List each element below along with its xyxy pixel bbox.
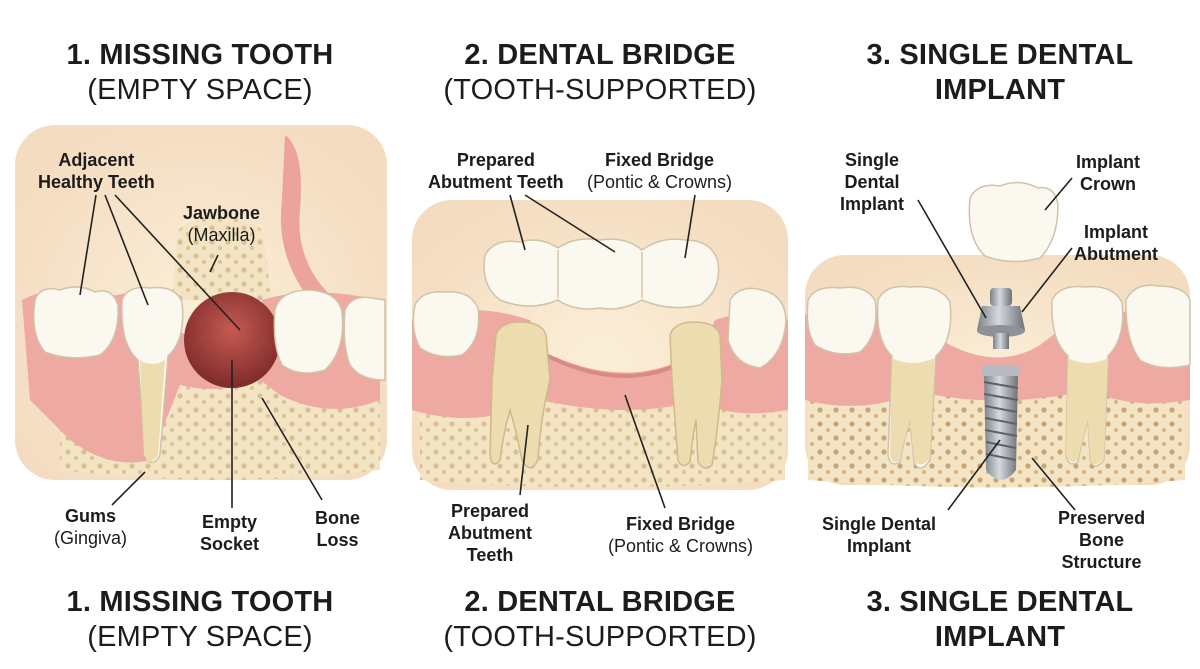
panel-2-title-line2: (TOOTH-SUPPORTED) <box>443 74 757 106</box>
label-preserved-line2: Bone <box>1079 530 1125 550</box>
label-bridge-top-detail: (Pontic & Crowns) <box>587 172 733 192</box>
label-preserved-line1: Preserved <box>1058 508 1146 528</box>
label-single-implant-top: Single Dental Implant <box>840 149 904 215</box>
label-implant-bottom-line1: Single Dental <box>822 514 937 534</box>
panel-single-implant: 3. SINGLE DENTAL IMPLANT <box>800 0 1200 669</box>
right-natural-tooth-root <box>1066 358 1108 465</box>
panel-2-caption-line1: 2. DENTAL BRIDGE <box>464 586 736 618</box>
label-jawbone: Jawbone (Maxilla) <box>183 202 260 246</box>
label-preserved-line3: Structure <box>1061 552 1142 572</box>
label-prepared-bottom-line3: Teeth <box>466 545 514 565</box>
label-prepared-top-line1: Prepared <box>456 150 535 170</box>
label-prepared-abutment-top: Prepared Abutment Teeth <box>428 149 564 193</box>
label-prepared-bottom-line2: Abutment <box>448 523 532 543</box>
panel-missing-tooth: 1. MISSING TOOTH (EMPTY SPACE) <box>0 0 400 669</box>
empty-socket-shape <box>184 292 280 388</box>
label-prepared-bottom-line1: Prepared <box>450 501 530 521</box>
upper-gum-fold <box>280 135 330 300</box>
label-bone-loss: Bone Loss <box>315 507 360 551</box>
label-fixed-bridge-top: Fixed Bridge (Pontic & Crowns) <box>587 149 732 193</box>
label-bridge-bottom-detail: (Pontic & Crowns) <box>608 536 754 556</box>
label-preserved-bone: Preserved Bone Structure <box>1058 507 1145 573</box>
implant-crown-shape <box>968 181 1059 263</box>
left-molar <box>33 286 119 359</box>
panel-3-caption: 3. SINGLE DENTAL IMPLANT <box>800 585 1200 655</box>
label-crown-line2: Crown <box>1080 174 1136 194</box>
panel-3-caption-line1: 3. SINGLE DENTAL <box>866 586 1134 618</box>
right-edge-tooth <box>343 296 386 381</box>
label-single-implant-bottom: Single Dental Implant <box>822 513 936 557</box>
panel-3-caption-line2: IMPLANT <box>934 621 1066 653</box>
missing-tooth-illustration <box>15 125 387 508</box>
leader-lines <box>509 194 696 509</box>
panel-1-caption-line1: 1. MISSING TOOTH <box>66 586 334 618</box>
label-prepared-top-line2: Abutment Teeth <box>428 172 564 192</box>
panel-2-caption-line2: (TOOTH-SUPPORTED) <box>443 621 757 653</box>
label-adjacent-line1: Adjacent <box>58 150 135 170</box>
label-abutment-line1: Implant <box>1083 222 1148 242</box>
label-bridge-top-name: Fixed Bridge <box>605 150 715 170</box>
left-outer-tooth <box>412 291 480 358</box>
abutment-right <box>669 321 723 469</box>
label-jawbone-name: Jawbone <box>183 203 261 223</box>
implant-abutment-shape <box>977 288 1025 349</box>
label-empty-socket: Empty Socket <box>200 511 259 555</box>
label-implant-abutment: Implant Abutment <box>1074 221 1158 265</box>
leader-lines <box>917 177 1076 511</box>
panel-3-title-line1: 3. SINGLE DENTAL <box>866 39 1134 71</box>
panel-2-title: 2. DENTAL BRIDGE (TOOTH-SUPPORTED) <box>400 38 800 108</box>
label-socket-line2: Socket <box>200 534 260 554</box>
dental-bridge-illustration <box>412 194 788 509</box>
right-outer-tooth <box>727 287 787 369</box>
panel-3-title-line2: IMPLANT <box>934 74 1066 106</box>
label-boneloss-line2: Loss <box>316 530 359 550</box>
adjacent-tooth-right <box>273 289 344 374</box>
dental-implant-illustration <box>805 177 1191 511</box>
left-natural-tooth-root <box>890 358 935 465</box>
abutment-left <box>489 321 551 469</box>
left-molar <box>806 286 877 355</box>
label-crown-line1: Implant <box>1076 152 1141 172</box>
fixed-bridge-shape <box>483 238 720 310</box>
panel-dental-bridge: 2. DENTAL BRIDGE (TOOTH-SUPPORTED) <box>400 0 800 669</box>
panel-1-title-line2: (EMPTY SPACE) <box>87 74 313 106</box>
adjacent-tooth-root-left <box>140 360 165 462</box>
right-edge-tooth <box>1125 284 1191 369</box>
panel-1-caption-line2: (EMPTY SPACE) <box>87 621 313 653</box>
panel-3-title: 3. SINGLE DENTAL IMPLANT <box>800 38 1200 108</box>
label-jawbone-detail: (Maxilla) <box>187 225 256 245</box>
label-implant-bottom-line2: Implant <box>847 536 912 556</box>
maxilla-bone <box>172 215 272 300</box>
leader-lines <box>79 194 323 508</box>
label-adjacent-line2: Healthy Teeth <box>38 172 155 192</box>
label-boneloss-line1: Bone <box>315 508 360 528</box>
label-socket-line1: Empty <box>202 512 258 532</box>
label-implant-top-line2: Dental <box>844 172 900 192</box>
label-adjacent-healthy-teeth: Adjacent Healthy Teeth <box>38 149 155 193</box>
panel-1-title: 1. MISSING TOOTH (EMPTY SPACE) <box>0 38 400 108</box>
label-implant-top-line1: Single <box>845 150 900 170</box>
label-bridge-bottom-name: Fixed Bridge <box>626 514 736 534</box>
label-abutment-line2: Abutment <box>1074 244 1158 264</box>
label-implant-crown: Implant Crown <box>1076 151 1140 195</box>
label-fixed-bridge-bottom: Fixed Bridge (Pontic & Crowns) <box>608 513 753 557</box>
panel-2-title-line1: 2. DENTAL BRIDGE <box>464 39 736 71</box>
label-gums: Gums (Gingiva) <box>54 505 127 549</box>
panel-1-title-line1: 1. MISSING TOOTH <box>66 39 334 71</box>
label-implant-top-line3: Implant <box>840 194 905 214</box>
label-prepared-abutment-bottom: Prepared Abutment Teeth <box>448 500 532 566</box>
panel-1-caption: 1. MISSING TOOTH (EMPTY SPACE) <box>0 585 400 655</box>
implant-fixture-shape <box>982 366 1020 480</box>
label-gums-detail: (Gingiva) <box>54 528 128 548</box>
panel-2-caption: 2. DENTAL BRIDGE (TOOTH-SUPPORTED) <box>400 585 800 655</box>
label-gums-name: Gums <box>65 506 117 526</box>
